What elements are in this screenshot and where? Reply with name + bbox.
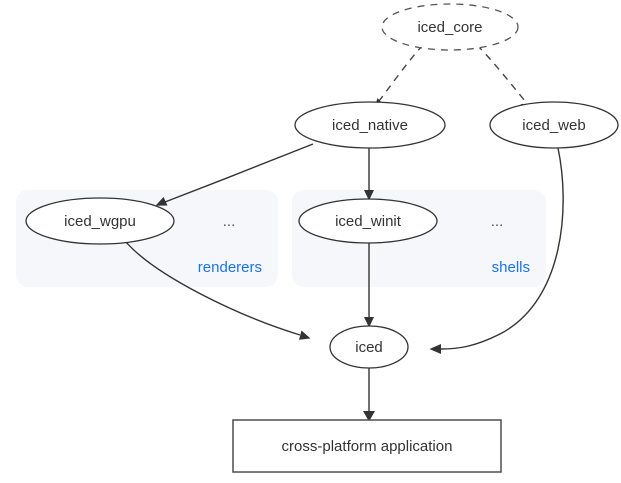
node-iced-core-shape xyxy=(381,3,519,51)
shells-ellipsis: ... xyxy=(491,213,504,230)
node-iced-label: iced xyxy=(355,339,383,356)
node-application-label: cross-platform application xyxy=(282,438,453,455)
edge-iced-winit-to-iced xyxy=(364,243,374,328)
node-application-shape xyxy=(232,419,502,473)
edge-iced-core-to-iced-web xyxy=(476,44,530,108)
node-iced-winit-label: iced_winit xyxy=(335,213,402,230)
node-iced-wgpu-label: iced_wgpu xyxy=(64,213,136,230)
node-iced[interactable]: iced xyxy=(329,325,409,369)
node-iced-web-shape xyxy=(489,101,619,149)
node-iced-wgpu-shape xyxy=(25,197,175,245)
node-iced-web[interactable]: iced_web xyxy=(489,101,619,149)
node-iced-native[interactable]: iced_native xyxy=(294,101,446,149)
node-iced-native-shape xyxy=(294,101,446,149)
cluster-label-renderers: renderers xyxy=(198,259,262,276)
node-iced-wgpu[interactable]: iced_wgpu xyxy=(25,197,175,245)
node-iced-core[interactable]: iced_core xyxy=(381,3,519,51)
node-iced-core-label: iced_core xyxy=(417,19,482,36)
node-iced-winit[interactable]: iced_winit xyxy=(298,198,438,244)
node-application[interactable]: cross-platform application xyxy=(232,419,502,473)
edge-iced-wgpu-to-iced xyxy=(125,241,311,340)
node-iced-native-label: iced_native xyxy=(332,117,408,134)
edge-iced-native-to-iced-wgpu xyxy=(155,143,314,206)
edge-iced-native-to-iced-winit xyxy=(364,148,374,201)
node-iced-winit-shape xyxy=(298,198,438,244)
node-iced-shape xyxy=(329,325,409,369)
cluster-label-shells: shells xyxy=(492,259,530,276)
renderers-ellipsis: ... xyxy=(223,213,236,230)
edge-iced-web-to-iced xyxy=(429,147,564,354)
edge-iced-to-application xyxy=(363,368,375,422)
edge-iced-core-to-iced-native xyxy=(374,44,424,108)
node-iced-web-label: iced_web xyxy=(522,117,585,134)
